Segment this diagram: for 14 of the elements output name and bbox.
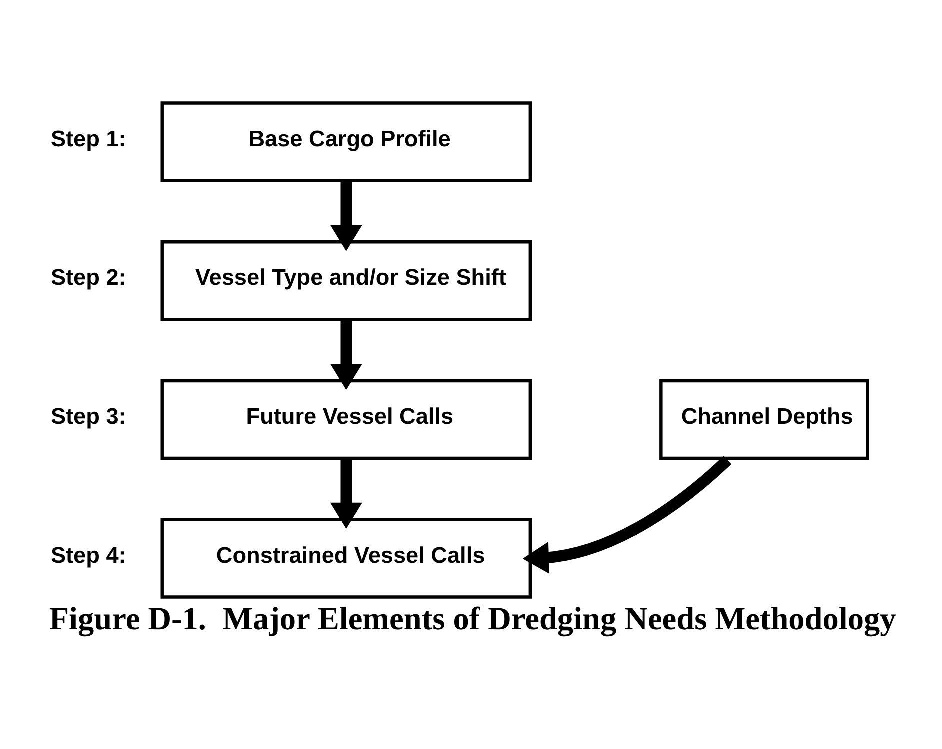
arrow bbox=[330, 182, 362, 252]
node-label: Step 1: bbox=[50, 126, 126, 152]
caption: Figure D-1. Major Elements of Dredging Needs Methodology bbox=[48, 600, 896, 637]
node-label: Step 4: bbox=[50, 542, 126, 568]
arrow bbox=[522, 456, 731, 574]
arrow bbox=[330, 460, 362, 529]
node-box: Future Vessel Calls bbox=[160, 379, 532, 460]
node-box: Vessel Type and/or Size Shift bbox=[160, 240, 532, 322]
node-box: Base Cargo Profile bbox=[160, 102, 532, 182]
arrow bbox=[330, 321, 362, 390]
node-box: Constrained Vessel Calls bbox=[160, 518, 532, 599]
node-box: Channel Depths bbox=[659, 379, 869, 460]
node-label: Step 3: bbox=[50, 404, 126, 430]
node-label: Step 2: bbox=[50, 265, 126, 290]
